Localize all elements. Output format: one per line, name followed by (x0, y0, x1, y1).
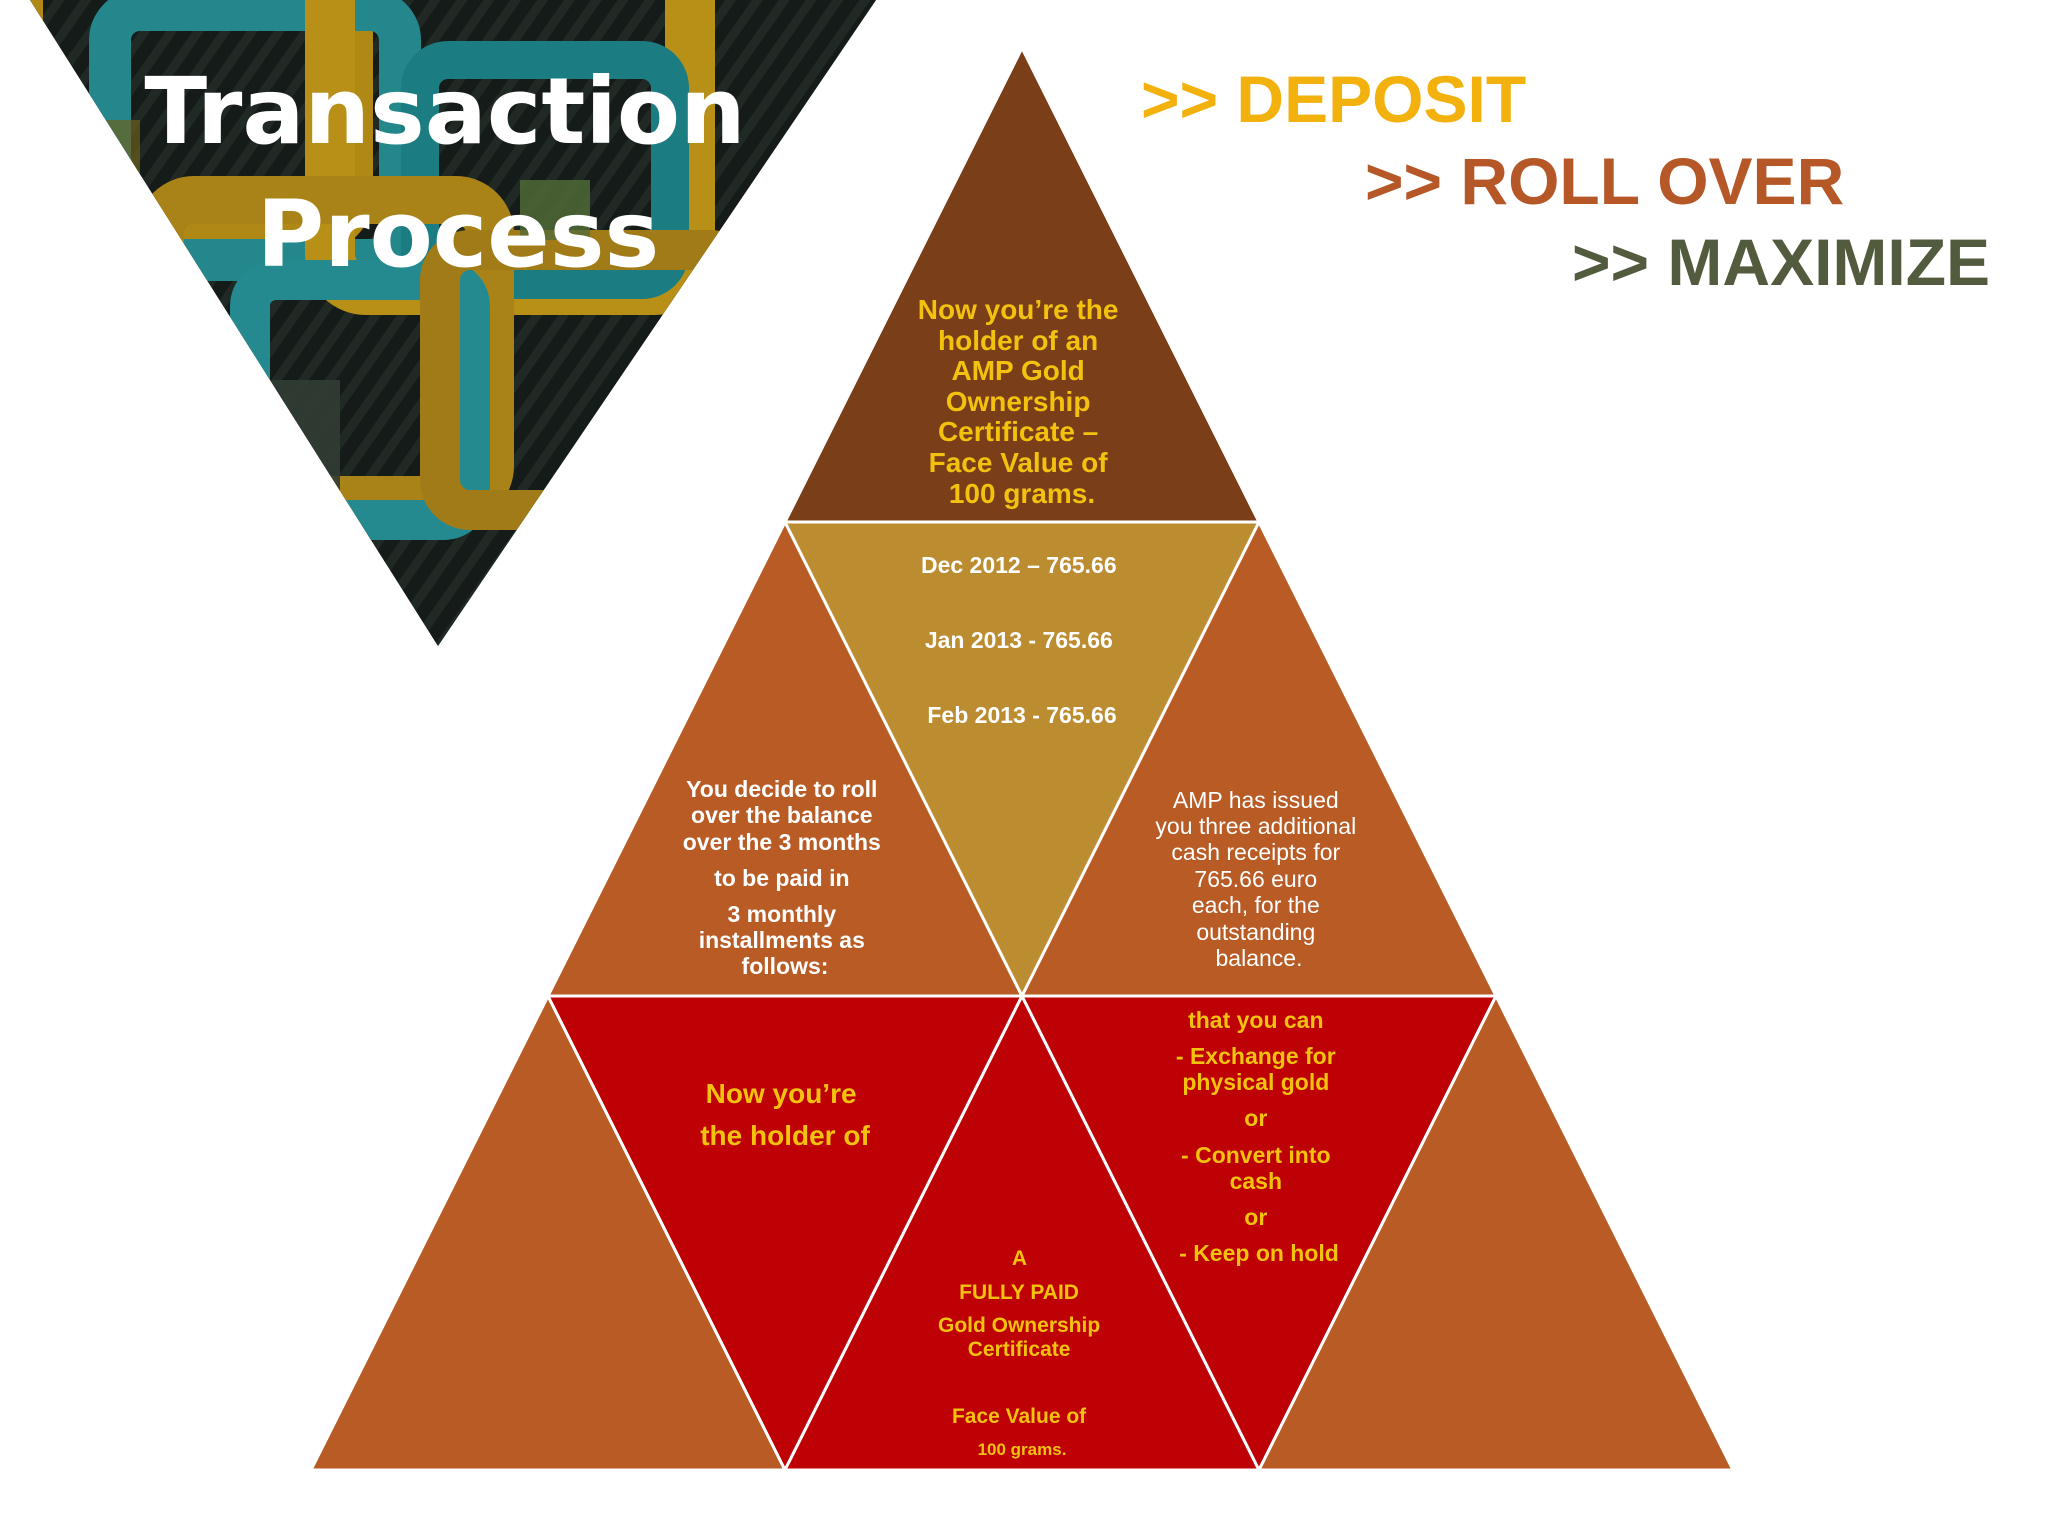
top-text-line: holder of an (938, 325, 1098, 356)
bottom-center-line: Face Value of (952, 1405, 1087, 1428)
pyramid (308, 44, 1736, 1474)
top-text-line: Now you’re the (918, 294, 1119, 325)
tagline-maximize: >> MAXIMIZE (1572, 225, 1990, 299)
page-title-line-2: Process (257, 181, 659, 288)
tagline-deposit: >> DEPOSIT (1141, 62, 1526, 136)
middle-left-line: follows: (742, 953, 829, 979)
middle-left-line: installments as (699, 927, 865, 953)
bottom-right-line: or (1244, 1204, 1267, 1230)
middle-right-line: 765.66 euro (1194, 866, 1317, 892)
bottom-center-line: FULLY PAID (959, 1281, 1079, 1304)
bottom-right-line: - Keep on hold (1179, 1240, 1339, 1266)
bottom-left-line: the holder of (700, 1120, 870, 1151)
top-text-line: Face Value of (929, 447, 1109, 478)
middle-left-line: over the balance (691, 802, 873, 828)
bottom-center-line: A (1012, 1247, 1027, 1270)
middle-right-text: AMP has issued you three additional cash… (1155, 787, 1362, 971)
tagline-roll-over: >> ROLL OVER (1365, 144, 1844, 218)
top-text-line: Certificate – (938, 416, 1098, 447)
bottom-center-text: A FULLY PAID Gold Ownership Certificate … (938, 1247, 1106, 1459)
bottom-right-inner-text: that you can - Exchange for physical gol… (1176, 1007, 1342, 1266)
bottom-right-line: - Convert into (1181, 1142, 1331, 1168)
top-text-line: 100 grams. (949, 478, 1095, 509)
bottom-right-line: cash (1230, 1168, 1282, 1194)
top-text-line: AMP Gold (951, 355, 1084, 386)
bottom-right-line: physical gold (1182, 1069, 1329, 1095)
middle-left-line: 3 monthly (727, 901, 836, 927)
middle-right-line: AMP has issued (1173, 787, 1339, 813)
middle-left-text: You decide to roll over the balance over… (683, 776, 888, 979)
installment-date-line: Feb 2013 - 765.66 (927, 702, 1116, 728)
bottom-center-line: Certificate (968, 1338, 1071, 1361)
bottom-right-line: or (1244, 1105, 1267, 1131)
bottom-left-line: Now you’re (706, 1078, 857, 1109)
middle-center-text: Dec 2012 – 765.66 Jan 2013 - 765.66 Feb … (921, 552, 1123, 728)
middle-right-line: cash receipts for (1171, 839, 1340, 865)
bottom-right-line: - Exchange for (1176, 1043, 1336, 1069)
middle-left-line: You decide to roll (686, 776, 877, 802)
bottom-center-line: 100 grams. (978, 1440, 1067, 1459)
middle-right-line: balance. (1216, 945, 1303, 971)
middle-right-line: you three additional (1155, 813, 1356, 839)
bottom-left-inner-text: Now you’re the holder of (700, 1078, 870, 1151)
installment-date-line: Dec 2012 – 765.66 (921, 552, 1117, 578)
middle-left-line: to be paid in (714, 865, 849, 891)
installment-date-line: Jan 2013 - 765.66 (925, 627, 1113, 653)
middle-left-line: over the 3 months (683, 829, 881, 855)
page-title-line-1: Transaction (144, 58, 745, 165)
bottom-right-line: that you can (1188, 1007, 1323, 1033)
middle-right-line: outstanding (1196, 919, 1315, 945)
middle-right-line: each, for the (1192, 892, 1320, 918)
pyramid-bottom-right-triangle (1256, 992, 1736, 1472)
bottom-center-line: Gold Ownership (938, 1314, 1100, 1337)
top-triangle-text: Now you’re the holder of an AMP Gold Own… (918, 294, 1126, 509)
top-text-line: Ownership (946, 386, 1091, 417)
